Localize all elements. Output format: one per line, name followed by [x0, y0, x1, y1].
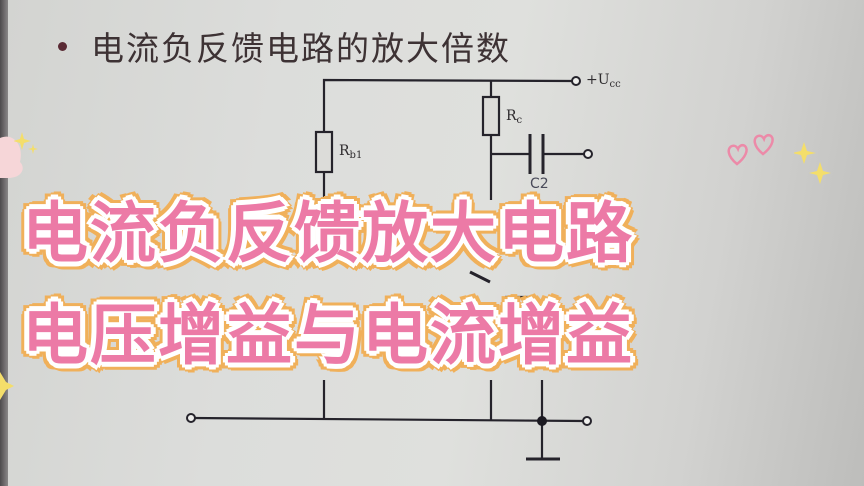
hearts-icon — [727, 133, 774, 166]
ground-rail-wire — [192, 416, 584, 423]
supply-label: +Ucc — [586, 72, 621, 90]
bullet-dot — [58, 41, 67, 51]
overlay-caption-line2: 电压增益与电流增益 — [22, 297, 634, 374]
c2-label: C2 — [530, 176, 549, 192]
rc-label: Rc — [506, 108, 523, 126]
output-terminal — [583, 149, 593, 159]
rc-resistor — [481, 95, 501, 137]
supply-terminal — [571, 76, 581, 86]
slide-title-text: 电流负反馈电路的放大倍数 — [91, 29, 511, 68]
rb1-label: Rb1 — [339, 143, 363, 161]
rb1-resistor — [314, 130, 334, 174]
slide-title: 电流负反馈电路的放大倍数 — [58, 22, 511, 70]
output-ground-terminal — [582, 416, 592, 426]
input-ground-terminal — [186, 413, 196, 423]
overlay-caption-line1: 电流负反馈放大电路 — [22, 195, 634, 272]
sparkle-icon — [14, 132, 38, 154]
junction-dot — [537, 416, 547, 426]
ghost-sticker-icon — [0, 136, 23, 178]
monitor-bezel — [0, 0, 8, 486]
star-sticker-icon — [0, 372, 14, 400]
sparkle-icon — [794, 142, 831, 184]
